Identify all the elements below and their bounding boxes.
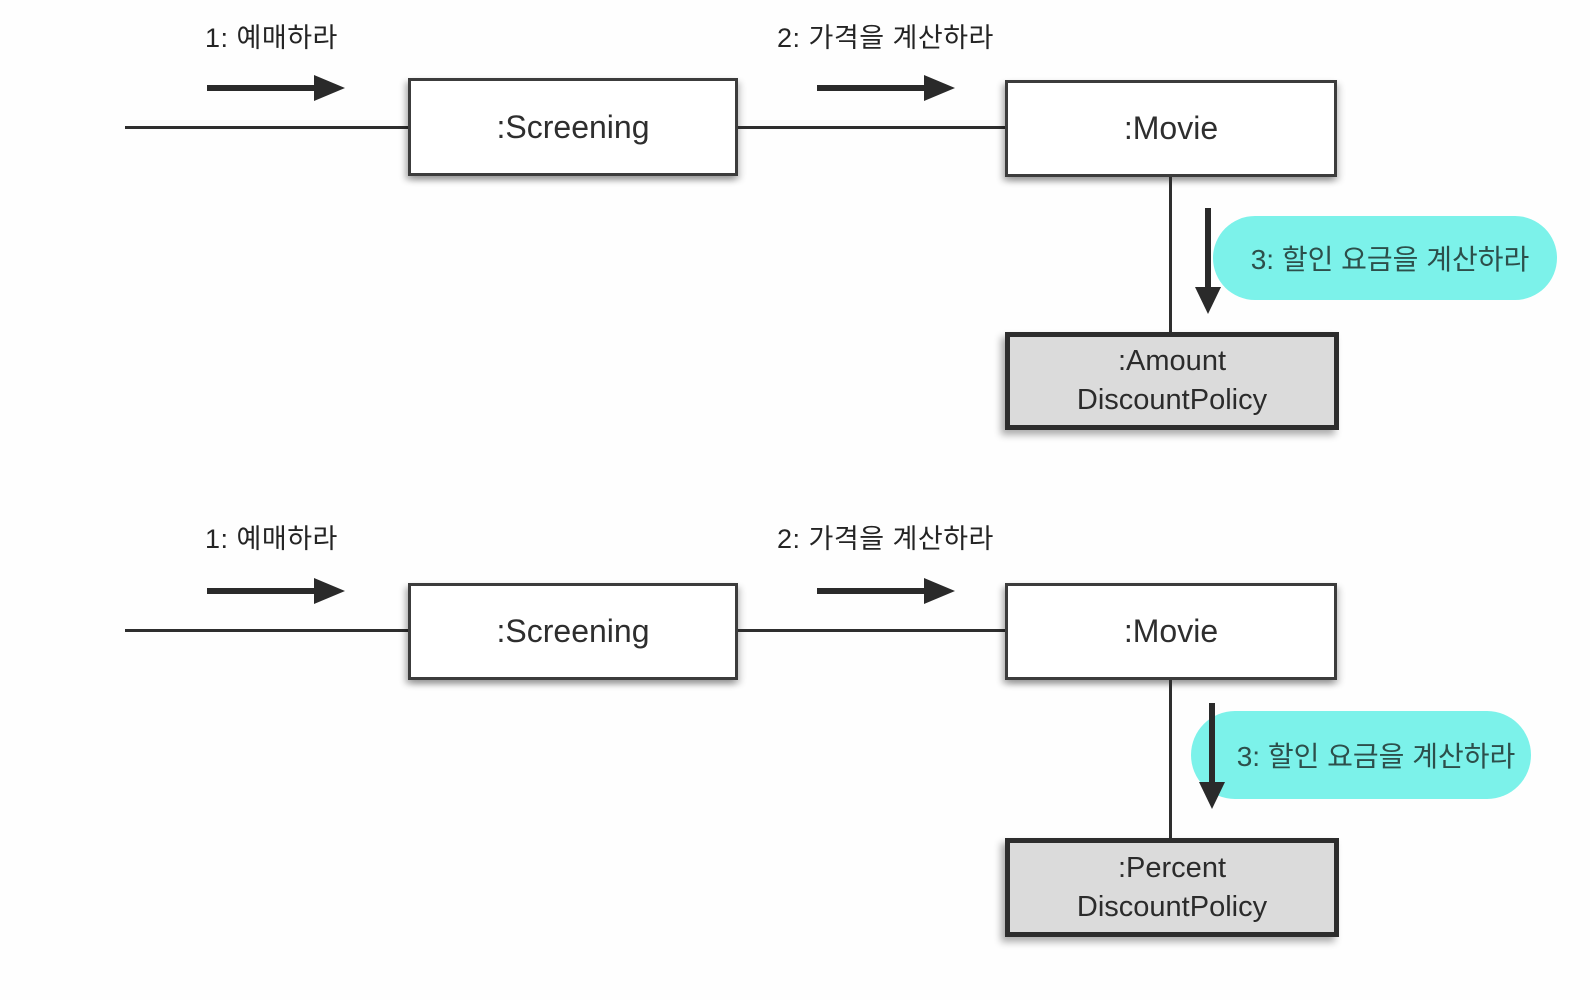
link-line-movie-policy — [1169, 177, 1172, 333]
policy-label-line2: DiscountPolicy — [1076, 384, 1268, 416]
policy-label-line1: :Percent — [1118, 851, 1226, 884]
message-3-highlight: 3: 할인 요금을 계산하라 — [1191, 711, 1531, 799]
object-box-screening: :Screening — [408, 583, 738, 680]
message-1-arrow — [207, 85, 317, 91]
link-line-screening-movie — [738, 629, 1005, 632]
message-2-arrow — [817, 588, 927, 594]
message-3-arrowhead-icon — [1199, 782, 1225, 809]
message-3-label: 3: 할인 요금을 계산하라 — [1236, 741, 1516, 772]
policy-label-line1: :Amount — [1118, 345, 1226, 377]
message-2-arrowhead-icon — [924, 75, 955, 101]
link-line-incoming — [125, 126, 408, 129]
message-3-label: 3: 할인 요금을 계산하라 — [1250, 244, 1530, 275]
message-1-arrowhead-icon — [314, 75, 345, 101]
message-3-arrow — [1209, 703, 1215, 785]
message-2-arrowhead-icon — [924, 578, 955, 604]
object-box-movie: :Movie — [1005, 583, 1337, 680]
message-1-arrow — [207, 588, 317, 594]
message-3-highlight: 3: 할인 요금을 계산하라 — [1213, 216, 1557, 300]
message-3-arrow — [1205, 208, 1211, 290]
message-2-label: 2: 가격을 계산하라 — [777, 524, 994, 554]
message-1-label: 1: 예매하라 — [205, 23, 338, 53]
screening-label: :Screening — [496, 613, 650, 649]
message-1-arrowhead-icon — [314, 578, 345, 604]
message-1-label: 1: 예매하라 — [205, 524, 338, 554]
movie-label: :Movie — [1123, 110, 1219, 146]
link-line-movie-policy — [1169, 680, 1172, 838]
movie-label: :Movie — [1123, 613, 1219, 649]
message-2-arrow — [817, 85, 927, 91]
link-line-screening-movie — [738, 126, 1005, 129]
policy-label-line2: DiscountPolicy — [1076, 890, 1268, 923]
message-2-label: 2: 가격을 계산하라 — [777, 23, 994, 53]
object-box-amount-discount-policy: :Amount DiscountPolicy — [1005, 332, 1339, 430]
object-box-screening: :Screening — [408, 78, 738, 176]
object-box-movie: :Movie — [1005, 80, 1337, 177]
screening-label: :Screening — [496, 108, 650, 145]
link-line-incoming — [125, 629, 408, 632]
object-box-percent-discount-policy: :Percent DiscountPolicy — [1005, 838, 1339, 937]
message-3-arrowhead-icon — [1195, 287, 1221, 314]
